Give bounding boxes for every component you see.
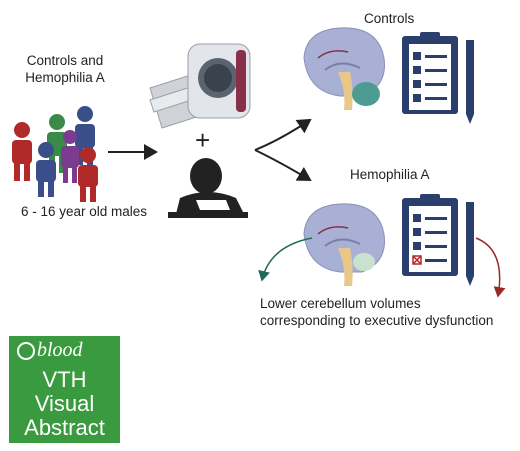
badge-line-vth: VTH xyxy=(42,367,87,392)
visual-abstract-badge: blood VTH Visual Abstract xyxy=(9,336,120,443)
clipboard-controls-icon xyxy=(402,32,474,124)
finding-text: Lower cerebellum volumes corresponding t… xyxy=(260,296,494,328)
controls-label: Controls xyxy=(364,11,415,26)
arrow-to-brain xyxy=(258,237,313,282)
badge-line-abstract: Abstract xyxy=(24,415,105,440)
person-icon xyxy=(78,147,98,202)
brain-controls-icon xyxy=(303,27,386,110)
people-group-icon xyxy=(12,106,98,202)
mri-scanner-icon xyxy=(149,43,251,129)
hemophilia-label: Hemophilia A xyxy=(350,167,430,182)
arrow-down xyxy=(254,149,312,182)
person-icon xyxy=(61,130,79,183)
clipboard-hemophilia-icon xyxy=(402,194,474,286)
person-icon xyxy=(12,122,32,181)
person-icon xyxy=(36,142,56,197)
blood-logo: blood xyxy=(17,339,83,362)
group-title: Controls and Hemophilia A xyxy=(25,53,105,85)
plus-sign: + xyxy=(195,125,211,155)
person-writing-icon xyxy=(168,158,248,218)
age-label: 6 - 16 year old males xyxy=(21,204,148,219)
arrow-up xyxy=(254,118,312,151)
arrow-to-clipboard xyxy=(475,237,506,298)
brain-hemophilia-icon xyxy=(303,203,386,286)
badge-line-visual: Visual xyxy=(34,391,95,416)
